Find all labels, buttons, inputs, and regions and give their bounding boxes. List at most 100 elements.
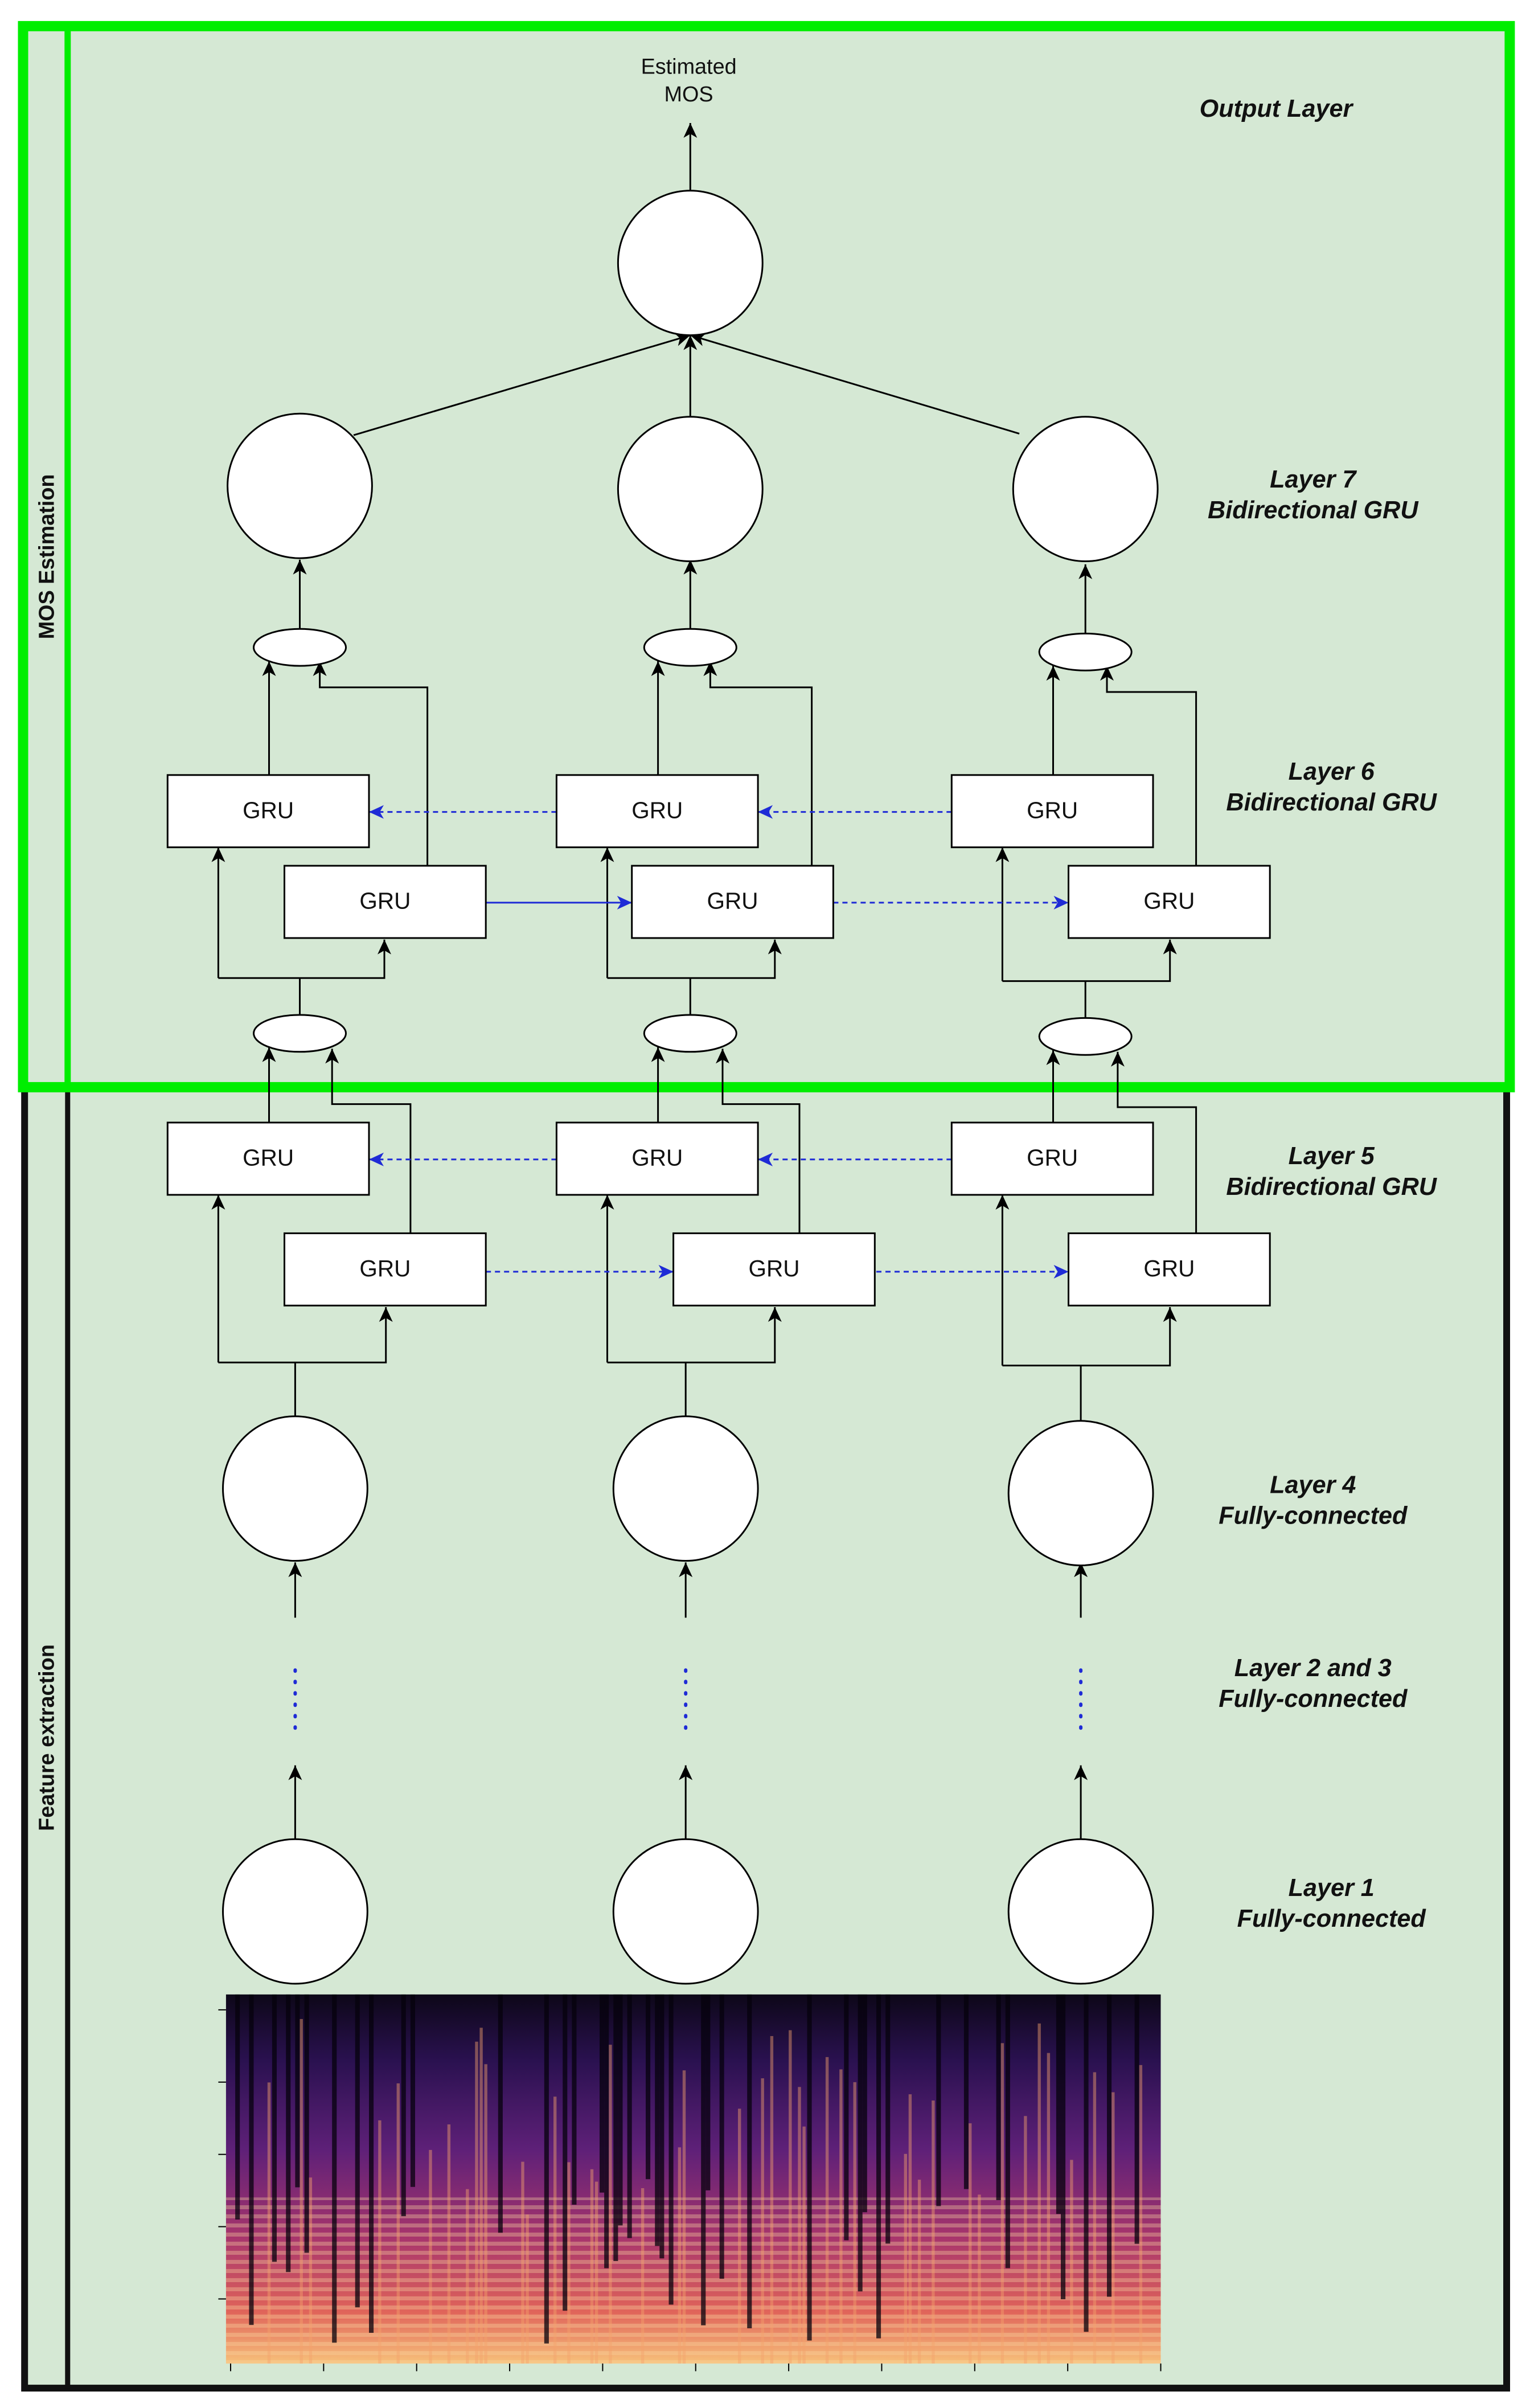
silence-band xyxy=(604,1994,609,2268)
layer6-gru-backward: GRU xyxy=(166,774,370,849)
silence-band xyxy=(1107,1994,1112,2297)
merge-node xyxy=(1038,1017,1133,1056)
silence-band xyxy=(235,1994,240,2220)
energy-band xyxy=(1093,2072,1097,2364)
energy-band xyxy=(1111,2092,1115,2364)
silence-band xyxy=(936,1994,941,2206)
layer-label-output-1: Output Layer xyxy=(1200,95,1354,122)
silence-band xyxy=(668,1994,674,2305)
layer5-gru-backward: GRU xyxy=(950,1121,1154,1196)
layer6-gru-forward: GRU xyxy=(1068,865,1271,939)
silence-band xyxy=(332,1994,337,2343)
silence-band xyxy=(618,1994,623,2226)
layer1-node xyxy=(222,1838,368,1985)
gru-box xyxy=(1068,865,1271,939)
edge-l4-to-l5fwd-0 xyxy=(218,1307,393,1363)
energy-band xyxy=(475,2041,478,2364)
gru-box xyxy=(284,1232,487,1307)
gru-label: GRU xyxy=(631,797,683,823)
energy-band xyxy=(904,2153,907,2364)
layer-label-l4-2: Fully-connected xyxy=(1219,1502,1408,1530)
energy-band xyxy=(567,2162,571,2364)
layer4-node xyxy=(1007,1420,1154,1567)
spectrogram-bands xyxy=(235,1994,1143,2364)
silence-band xyxy=(1084,1994,1089,2332)
gru-box xyxy=(555,1121,759,1196)
silence-band xyxy=(600,1994,605,2193)
gru-box xyxy=(672,1232,876,1307)
edge-l6-fwd-up-2 xyxy=(1100,666,1197,866)
output-label-line1: Estimated xyxy=(641,55,737,79)
layer6-gru-backward: GRU xyxy=(555,774,759,849)
energy-band xyxy=(378,2120,382,2364)
gru-label: GRU xyxy=(1143,1255,1195,1281)
silence-band xyxy=(1056,1994,1061,2214)
output-node xyxy=(617,190,764,337)
energy-band xyxy=(447,2124,451,2364)
energy-band xyxy=(908,2094,912,2364)
energy-band xyxy=(590,2169,594,2364)
merge-node xyxy=(643,1014,737,1053)
silence-band xyxy=(544,1994,549,2344)
silence-band xyxy=(613,1994,618,2261)
edge-l7-right-to-output xyxy=(690,333,1020,435)
silence-band xyxy=(304,1994,309,2253)
silence-band xyxy=(963,1994,969,2189)
layer4-node xyxy=(222,1415,368,1562)
silence-band xyxy=(747,1994,752,2329)
energy-band xyxy=(521,2161,524,2364)
gru-label: GRU xyxy=(707,888,758,914)
energy-band xyxy=(484,2064,487,2364)
energy-band xyxy=(609,2045,612,2364)
gru-label: GRU xyxy=(1027,797,1078,823)
layer1-node xyxy=(1007,1838,1154,1985)
edge-mid-to-l6fwd-0 xyxy=(218,939,391,979)
silence-band xyxy=(249,1994,254,2325)
edge-l4-to-l5fwd-2 xyxy=(1002,1307,1177,1367)
layer6-gru-forward: GRU xyxy=(631,865,834,939)
layer6-gru-backward: GRU xyxy=(950,774,1154,849)
gru-label: GRU xyxy=(359,1255,411,1281)
energy-band xyxy=(853,2082,856,2364)
silence-band xyxy=(498,1994,503,2233)
gru-label: GRU xyxy=(631,1145,683,1171)
silence-band xyxy=(563,1994,568,2311)
gru-box xyxy=(1068,1232,1271,1307)
gru-box xyxy=(284,865,487,939)
merge-node xyxy=(643,628,737,667)
edge-l4-to-l5fwd-1 xyxy=(607,1307,782,1363)
silence-band xyxy=(355,1994,360,2308)
silence-band xyxy=(410,1994,415,2187)
silence-band xyxy=(844,1994,849,2241)
layer5-gru-backward: GRU xyxy=(166,1121,370,1196)
silence-band xyxy=(807,1994,812,2341)
silence-band xyxy=(996,1994,1001,2201)
silence-band xyxy=(655,1994,660,2246)
merge-node xyxy=(253,628,347,667)
layer6-gru-forward: GRU xyxy=(284,865,487,939)
layer7-node xyxy=(1012,416,1159,562)
energy-band xyxy=(1070,2160,1073,2364)
gru-label: GRU xyxy=(1143,888,1195,914)
layer-label-l1-1: Layer 1 xyxy=(1289,1874,1375,1902)
energy-band xyxy=(682,2070,686,2364)
energy-band xyxy=(738,2108,741,2364)
edge-mid-to-l6fwd-1 xyxy=(607,939,782,979)
energy-band xyxy=(267,2082,271,2364)
layer5-gru-backward: GRU xyxy=(555,1121,759,1196)
silence-band xyxy=(876,1994,881,2339)
energy-band xyxy=(825,2057,829,2364)
edge-mid-to-l6fwd-2 xyxy=(1002,939,1177,982)
layer-label-l4-1: Layer 4 xyxy=(1270,1472,1356,1499)
section-title-mos-estimation: MOS Estimation xyxy=(35,474,59,639)
layer-label-l23-2: Fully-connected xyxy=(1219,1685,1408,1713)
energy-band xyxy=(969,2123,972,2364)
gru-box xyxy=(950,774,1154,849)
energy-band xyxy=(932,2100,935,2364)
energy-band xyxy=(917,2180,921,2364)
layer-label-l7-1: Layer 7 xyxy=(1270,466,1357,493)
silence-band xyxy=(858,1994,863,2292)
silence-band xyxy=(627,1994,632,2238)
